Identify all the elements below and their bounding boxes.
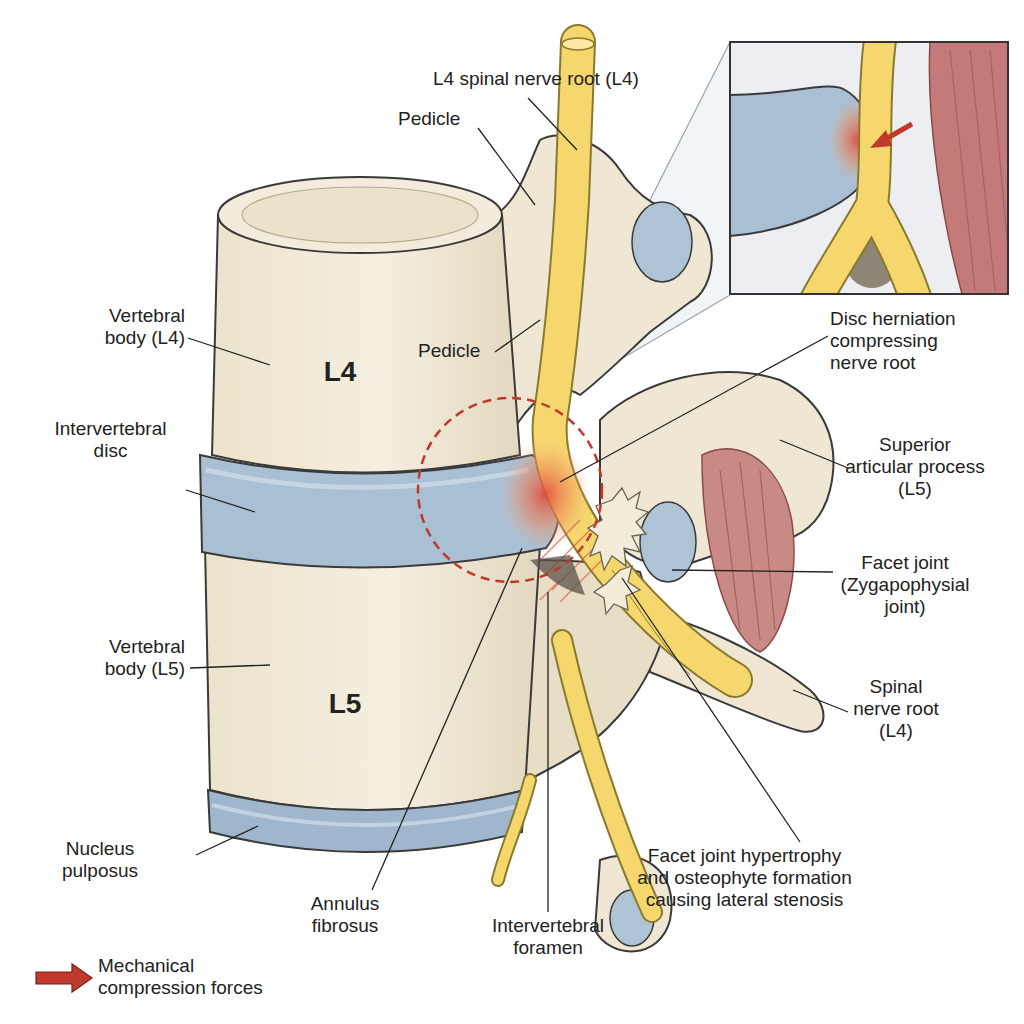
muscle [702, 449, 794, 652]
leader-line [196, 826, 258, 855]
inset-frame [730, 42, 1008, 294]
leader-line [780, 440, 848, 468]
leader-line [372, 548, 522, 890]
legend-entry: Mechanical compression forces [98, 955, 288, 999]
inset-detail [730, 42, 1008, 294]
endplate [218, 177, 502, 253]
disc-highlight [212, 805, 522, 825]
part-label: Pedicle [418, 340, 508, 362]
part-label: Vertebral body (L5) [75, 636, 185, 680]
leader-line [793, 690, 848, 712]
vertebra-level: L4 [310, 356, 370, 388]
focus-circle [418, 398, 602, 582]
osteophyte [594, 566, 640, 614]
intervertebral-disc-lower [208, 790, 525, 852]
leader-line [528, 98, 577, 150]
leader-line [560, 336, 828, 482]
pathology-label: Disc herniation compressing nerve root [830, 308, 980, 374]
vertebral-body-l5 [205, 545, 540, 810]
nerve-root-outline [498, 780, 530, 880]
leader-line [478, 128, 535, 205]
inset-arrow-head [870, 130, 892, 148]
foramen-opening [530, 555, 585, 595]
endplate-inner [242, 187, 478, 243]
disc-highlight [206, 470, 528, 488]
leader-line [547, 592, 548, 912]
muscle-fibres [720, 462, 775, 640]
leader-line [190, 665, 270, 668]
facet-cartilage [632, 202, 692, 282]
leader-line [672, 570, 833, 572]
leader-line [495, 320, 540, 352]
leader-line [186, 490, 255, 512]
inset-nerve-outline [816, 42, 916, 294]
leader-line [622, 578, 800, 842]
nerve-root-label: Spinal nerve root (L4) [848, 676, 944, 742]
nerve-end [562, 38, 594, 50]
nerve-root [498, 780, 530, 880]
herniation-inflammation [500, 440, 590, 550]
vertebra-level: L5 [315, 688, 375, 720]
inset-nerve [816, 42, 916, 294]
part-label: Intervertebral disc [38, 418, 183, 462]
part-label: Pedicle [398, 108, 498, 130]
part-label: Nucleus pulposus [40, 838, 160, 882]
legend-arrow [36, 964, 92, 992]
hatch-line [540, 520, 580, 560]
inset-muscle [929, 42, 1008, 294]
part-label: Intervertebral foramen [478, 915, 618, 959]
part-label: Superior articular process (L5) [845, 434, 985, 500]
inset-muscle-fibres [950, 50, 1008, 290]
part-label: Annulus fibrosus [290, 893, 400, 937]
osteophyte [588, 488, 648, 570]
legend-text: Mechanical compression forces [98, 955, 263, 998]
pathology-label: Facet joint hypertrophy and osteophyte f… [632, 845, 857, 911]
nerve-root-label: L4 spinal nerve root (L4) [433, 68, 693, 90]
part-label: Facet joint (Zygapophysial joint) [835, 552, 975, 618]
leader-line [188, 338, 270, 365]
part-label: Vertebral body (L4) [75, 305, 185, 349]
